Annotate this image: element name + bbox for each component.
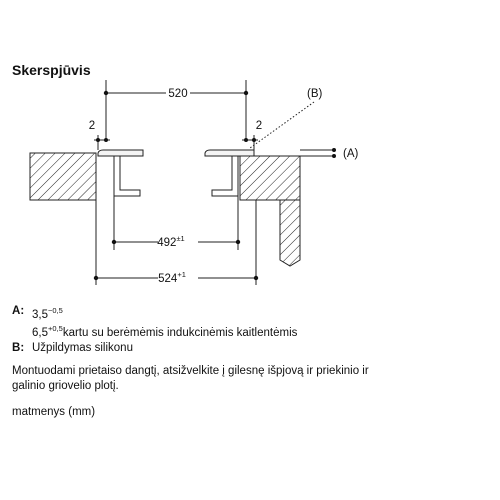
dim-gap-left: 2	[89, 120, 95, 132]
legend: A: 3,5−0,5 6,5+0,5kartu su berėmėmis ind…	[12, 304, 297, 355]
legend-a-line2-value: 6,5	[32, 327, 48, 340]
units-label: matmenys (mm)	[12, 406, 96, 418]
left-worktop	[29, 152, 97, 201]
installation-note: Montuodami prietaiso dangtį, atsižvelkit…	[12, 365, 369, 392]
dim-outer-tol: +1	[177, 270, 186, 279]
page-title: Skerspjūvis	[12, 62, 91, 78]
cooktop-left-edge	[97, 149, 144, 157]
dim-gap-right: 2	[256, 120, 262, 132]
legend-a-line2-text: kartu su berėmėmis indukcinėmis kaitlent…	[62, 327, 298, 340]
dim-top-value: 520	[168, 88, 187, 100]
dim-inner-value: 492	[157, 237, 176, 249]
legend-key-b: B:	[12, 341, 25, 354]
legend-a-line1-tol: −0,5	[48, 306, 63, 315]
svg-text:492±1: 492±1	[157, 234, 184, 249]
right-side-panel	[279, 199, 301, 267]
marker-b: (B)	[307, 88, 323, 100]
legend-a-line1-value: 3,5	[32, 308, 48, 321]
dim-inner-tol: ±1	[176, 234, 184, 243]
legend-key-a: A:	[12, 305, 25, 317]
legend-row-a-2: 6,5+0,5kartu su berėmėmis indukcinėmis k…	[12, 322, 297, 340]
right-mount-bracket	[211, 155, 239, 197]
legend-a-line2-tol: +0,5	[48, 324, 63, 334]
dim-outer-value: 524	[158, 273, 178, 285]
legend-row-b: B: Užpildymas silikonu	[12, 341, 297, 356]
legend-b-text: Užpildymas silikonu	[32, 341, 133, 354]
legend-row-a: A: 3,5−0,5	[12, 304, 297, 322]
left-mount-bracket	[113, 155, 141, 197]
right-worktop	[239, 155, 301, 201]
svg-text:524+1: 524+1	[158, 270, 186, 285]
marker-a: (A)	[343, 148, 359, 160]
cooktop-right-edge	[204, 149, 255, 157]
